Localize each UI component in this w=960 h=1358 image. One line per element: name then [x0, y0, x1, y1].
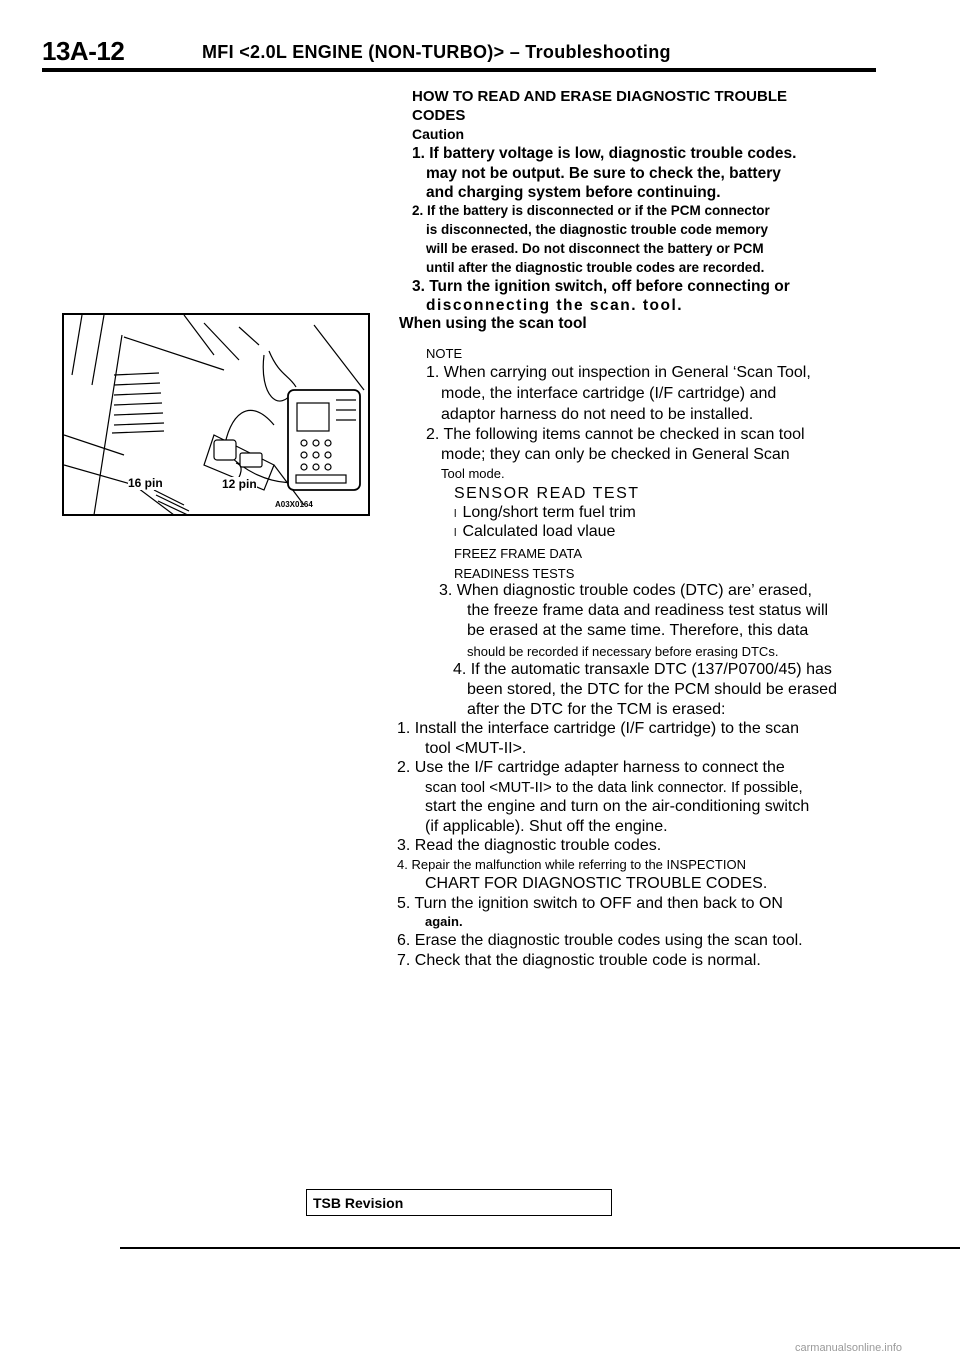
section-heading-line2: CODES — [412, 107, 466, 124]
note-2-line2: mode; they can only be checked in Genera… — [441, 446, 790, 463]
caution-1-line2: may not be output. Be sure to check the,… — [426, 165, 781, 182]
step-3: 3. Read the diagnostic trouble codes. — [397, 837, 662, 854]
scan-tool-subheading: When using the scan tool — [399, 315, 587, 332]
caution-3-line2: disconnecting the scan. tool. — [426, 297, 684, 314]
header-rule — [42, 68, 876, 72]
bullet-load-value-text: Calculated load vlaue — [462, 523, 616, 540]
step-1-line1: 1. Install the interface cartridge (I/F … — [397, 720, 799, 737]
caution-1-line3: and charging system before continuing. — [426, 184, 721, 201]
scan-tool-connection-figure — [62, 313, 370, 516]
bullet-fuel-trim: l Long/short term fuel trim — [454, 503, 636, 524]
caution-3-line1: 3. Turn the ignition switch, off before … — [412, 278, 790, 295]
tsb-revision-label: TSB Revision — [313, 1195, 404, 1211]
note-1-line2: mode, the interface cartridge (I/F cartr… — [441, 385, 777, 402]
sensor-read-test-title: SENSOR READ TEST — [454, 485, 640, 502]
figure-code: A03X0164 — [275, 500, 313, 509]
caution-2-line4: until after the diagnostic trouble codes… — [426, 260, 765, 275]
page-title: MFI <2.0L ENGINE (NON-TURBO)> – Troubles… — [202, 42, 671, 62]
bullet-icon: l — [454, 527, 457, 539]
bullet-icon: l — [454, 508, 457, 520]
label-12pin: 12 pin — [222, 477, 257, 491]
caution-2-line3: will be erased. Do not disconnect the ba… — [426, 241, 764, 256]
caution-2-line1: 2. If the battery is disconnected or if … — [412, 203, 770, 218]
note-4-line1: 4. If the automatic transaxle DTC (137/P… — [453, 661, 832, 678]
step-6: 6. Erase the diagnostic trouble codes us… — [397, 932, 803, 949]
step-4-line1: 4. Repair the malfunction while referrin… — [397, 857, 746, 872]
bullet-load-value: l Calculated load vlaue — [454, 522, 615, 543]
note-4-line2: been stored, the DTC for the PCM should … — [467, 681, 837, 698]
note-label: NOTE — [426, 346, 463, 361]
note-3-line1: 3. When diagnostic trouble codes (DTC) a… — [439, 582, 812, 599]
scan-tool-illustration — [64, 315, 365, 514]
caution-1-line1: 1. If battery voltage is low, diagnostic… — [412, 145, 797, 162]
footer-rule — [120, 1247, 960, 1249]
watermark-link[interactable]: carmanualsonline.info — [795, 1342, 903, 1354]
readiness-tests: READINESS TESTS — [454, 566, 575, 581]
section-heading-line1: HOW TO READ AND ERASE DIAGNOSTIC TROUBLE — [412, 88, 788, 105]
freeze-frame-data: FREEZ FRAME DATA — [454, 546, 583, 561]
step-7: 7. Check that the diagnostic trouble cod… — [397, 952, 761, 969]
step-2-line1: 2. Use the I/F cartridge adapter harness… — [397, 759, 785, 776]
note-2-line1: 2. The following items cannot be checked… — [426, 426, 805, 443]
step-5-line2: again. — [425, 914, 463, 929]
note-3-line2: the freeze frame data and readiness test… — [467, 602, 829, 619]
page-code: 13A-12 — [42, 36, 125, 66]
note-2-line3: Tool mode. — [441, 466, 505, 481]
step-2-line4: (if applicable). Shut off the engine. — [425, 818, 668, 835]
step-4-line2: CHART FOR DIAGNOSTIC TROUBLE CODES. — [425, 875, 768, 892]
note-1-line1: 1. When carrying out inspection in Gener… — [426, 364, 811, 381]
step-5-line1: 5. Turn the ignition switch to OFF and t… — [397, 895, 783, 912]
caution-label: Caution — [412, 126, 465, 142]
note-3-line4: should be recorded if necessary before e… — [467, 644, 779, 659]
bullet-fuel-trim-text: Long/short term fuel trim — [462, 504, 636, 521]
note-4-line3: after the DTC for the TCM is erased: — [467, 701, 726, 718]
step-1-line2: tool <MUT-II>. — [425, 740, 527, 757]
tsb-revision-box — [306, 1189, 612, 1216]
label-16pin: 16 pin — [128, 476, 163, 490]
step-2-line2: scan tool <MUT-II> to the data link conn… — [425, 779, 803, 796]
step-2-line3: start the engine and turn on the air-con… — [425, 798, 810, 815]
note-1-line3: adaptor harness do not need to be instal… — [441, 406, 754, 423]
note-3-line3: be erased at the same time. Therefore, t… — [467, 622, 809, 639]
caution-2-line2: is disconnected, the diagnostic trouble … — [426, 222, 769, 237]
